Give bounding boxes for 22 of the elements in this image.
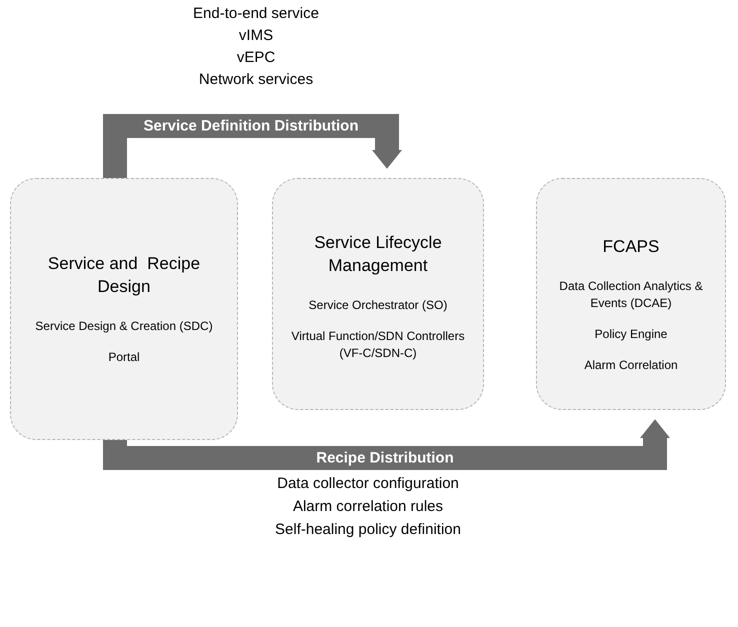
component-text: Service Design & Creation (SDC) — [35, 318, 213, 335]
component-box — [536, 178, 726, 410]
component-text: Alarm Correlation — [584, 357, 678, 374]
note-text: vIMS — [238, 26, 274, 46]
note-text: Self-healing policy definition — [275, 520, 461, 540]
component-text: Data Collection Analytics & Events (DCAE) — [558, 278, 704, 312]
component-box — [272, 178, 484, 410]
note-text: Network services — [198, 70, 314, 90]
component-text: Policy Engine — [594, 326, 668, 343]
box-heading: FCAPS — [602, 236, 660, 258]
component-text: Portal — [108, 349, 140, 366]
box-heading: Service Lifecycle Management — [313, 232, 443, 277]
distribution-arrow — [103, 114, 402, 178]
distribution-arrow — [103, 419, 670, 470]
component-text: Service Orchestrator (SO) — [308, 297, 448, 314]
component-text: Virtual Function/SDN Controllers (VF-C/SDN-C) — [290, 328, 466, 362]
note-text: Alarm correlation rules — [292, 497, 444, 517]
note-text: Data collector configuration — [277, 474, 459, 494]
note-text: End-to-end service — [193, 4, 319, 24]
component-box — [10, 178, 238, 440]
box-heading: Service and Recipe Design — [46, 253, 202, 298]
note-text: vEPC — [236, 48, 276, 68]
